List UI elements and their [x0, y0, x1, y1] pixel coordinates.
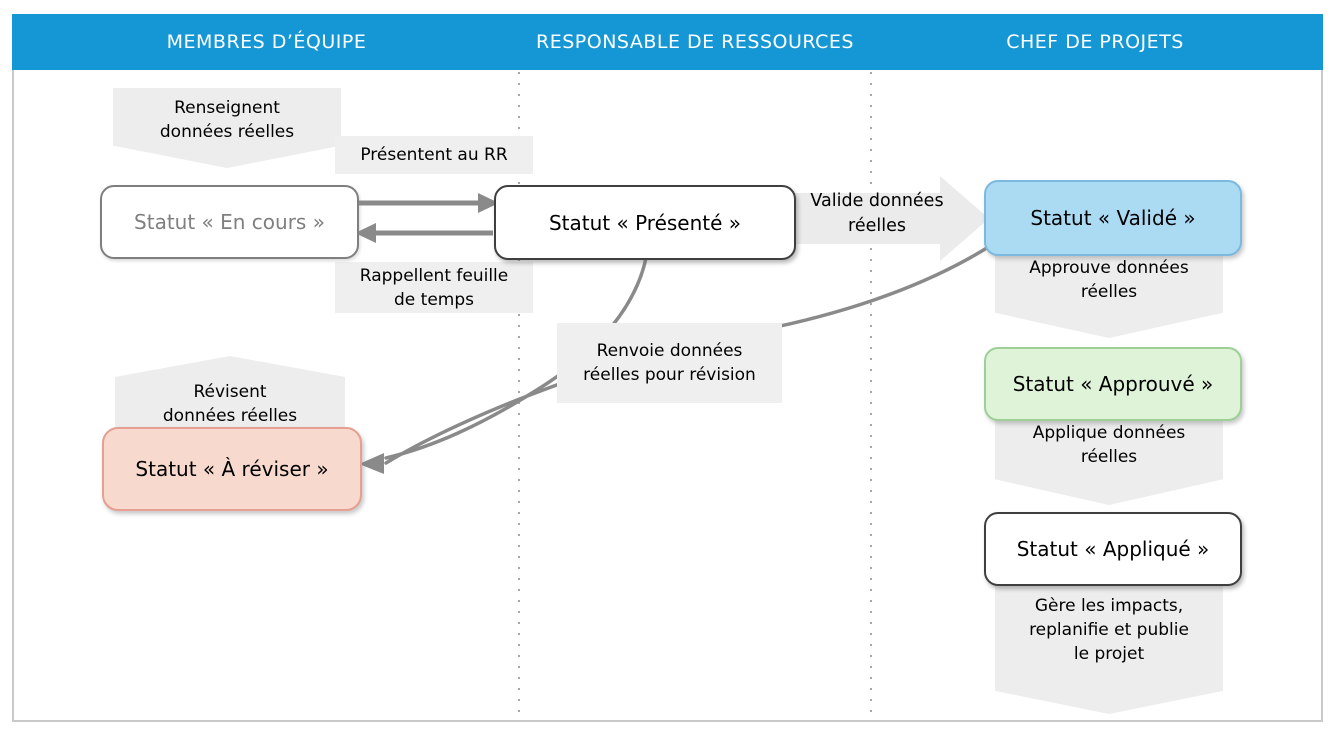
arrow-present-to-rr-head — [478, 193, 499, 213]
label-presentent-au-rr: Présentent au RR — [335, 136, 533, 174]
lane-header-bar — [12, 14, 1323, 70]
action-gere-impacts: Gère les impacts, replanifie et publie l… — [995, 578, 1223, 714]
lane-title-responsable-ressources: RESPONSABLE DE RESSOURCES — [536, 31, 854, 53]
label-rappellent-feuille: Rappellent feuille de temps — [335, 262, 533, 313]
status-presente: Statut « Présenté » — [494, 185, 796, 260]
lane-title-chef-projets: CHEF DE PROJETS — [1006, 31, 1184, 53]
status-valide: Statut « Validé » — [984, 180, 1242, 256]
status-a-reviser: Statut « À réviser » — [102, 427, 362, 511]
curve-presente-to-reviser — [384, 256, 648, 460]
curve-to-reviser-head — [359, 453, 384, 474]
validate-block-arrow-label: Valide données réelles — [810, 191, 944, 236]
arrow-recall-to-team-head — [355, 223, 376, 243]
status-en-cours: Statut « En cours » — [100, 185, 359, 259]
label-renvoie-donnees: Renvoie données réelles pour révision — [557, 323, 782, 403]
lane-separator-2 — [870, 72, 872, 718]
status-approuve: Statut « Approuvé » — [984, 347, 1242, 421]
lane-separator-1 — [518, 72, 520, 718]
lane-title-membres-equipe: MEMBRES D’ÉQUIPE — [166, 31, 367, 53]
status-applique: Statut « Appliqué » — [984, 512, 1242, 586]
